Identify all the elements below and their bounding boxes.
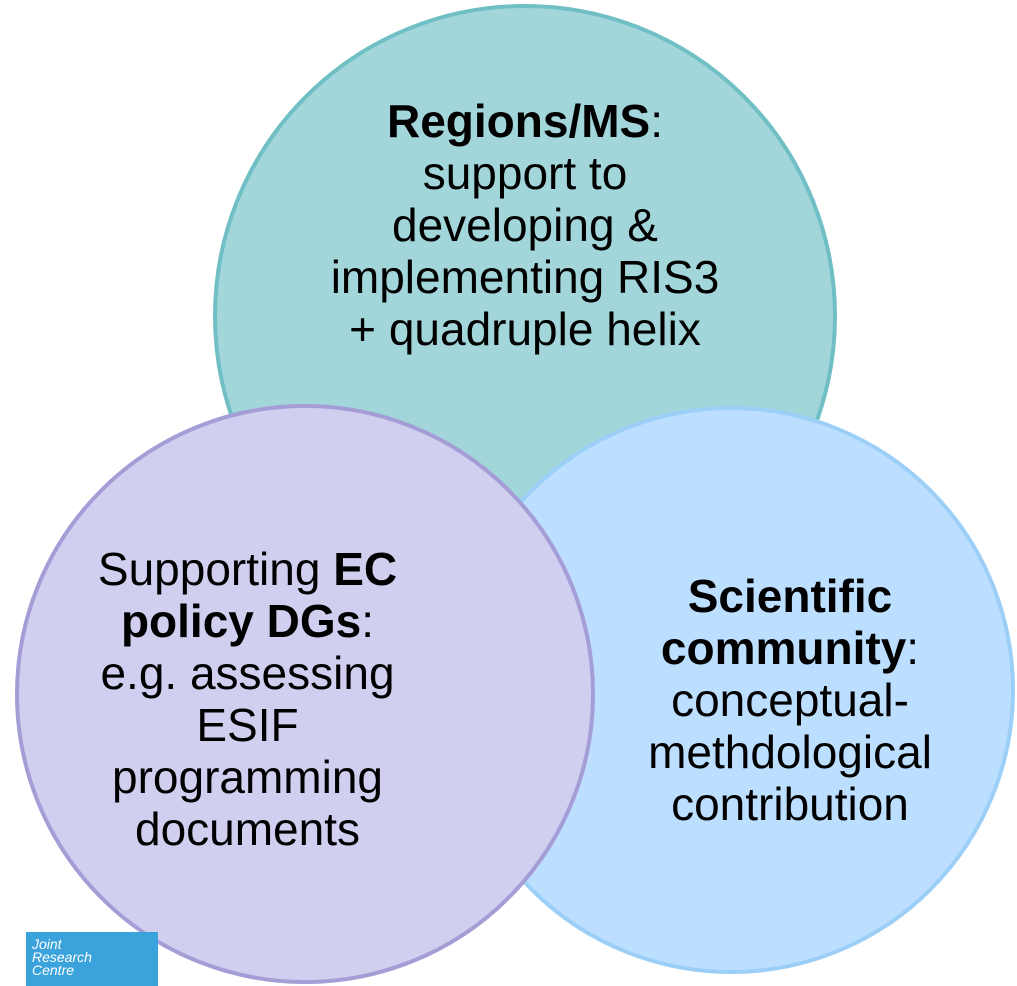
regions-heading-line: Regions/MS: xyxy=(260,95,790,147)
regions-text-line: implementing RIS3 xyxy=(330,251,720,303)
ec-policy-text-line: e.g. assessing xyxy=(100,647,395,699)
scientific-heading-line: Scientific xyxy=(590,570,990,622)
logo-text-line: Research xyxy=(32,949,92,965)
ec-policy-bold-ec: EC xyxy=(333,543,398,595)
scientific-colon: : xyxy=(906,622,920,674)
regions-text-line: + quadruple helix xyxy=(349,303,701,355)
ec-policy-label: Supporting EC policy DGs: e.g. assessing… xyxy=(55,543,440,855)
ec-policy-pre: Supporting xyxy=(97,543,334,595)
ec-policy-text-line: programming xyxy=(112,751,383,803)
community-heading: community xyxy=(660,622,907,674)
regions-colon: : xyxy=(650,95,664,147)
regions-text-line: developing & xyxy=(392,199,658,251)
ec-policy-circle xyxy=(15,404,595,984)
ec-policy-colon: : xyxy=(361,595,375,647)
ec-policy-line: Supporting EC xyxy=(55,543,440,595)
logo-text-line: Centre xyxy=(32,962,75,978)
ec-policy-text-line: documents xyxy=(134,803,360,855)
ec-policy-bold-dgs: policy DGs xyxy=(120,595,362,647)
scientific-text-line: methdological xyxy=(648,726,932,778)
ec-policy-text-line: ESIF xyxy=(196,699,299,751)
regions-label: Regions/MS: support to developing & impl… xyxy=(260,95,790,355)
ec-policy-line: policy DGs: xyxy=(55,595,440,647)
regions-heading: Regions/MS xyxy=(386,95,651,147)
scientific-community-label: Scientific community: conceptual- methdo… xyxy=(590,570,990,830)
scientific-text-line: contribution xyxy=(671,778,909,830)
scientific-heading-line: community: xyxy=(590,622,990,674)
scientific-text-line: conceptual- xyxy=(671,674,909,726)
logo-text-line: Joint xyxy=(32,936,62,952)
jrc-logo: Joint Research Centre xyxy=(26,932,158,986)
scientific-heading: Scientific xyxy=(687,570,893,622)
regions-text-line: support to xyxy=(422,147,628,199)
